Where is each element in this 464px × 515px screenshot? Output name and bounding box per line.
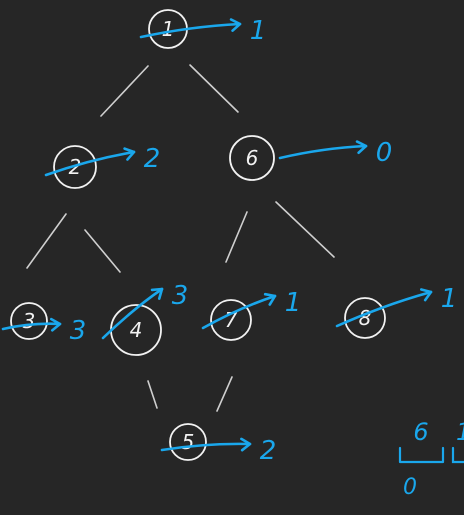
edge-4-5: [147, 380, 158, 409]
arrow-line: [160, 442, 252, 452]
annotation-2: 2: [44, 144, 161, 177]
arrow-head: [49, 317, 62, 332]
node-5: 5: [169, 423, 207, 461]
node-label: 4: [130, 318, 143, 342]
node-value: 3: [172, 281, 189, 311]
annotation-4: 3: [101, 281, 189, 340]
node-value: 1: [285, 288, 302, 318]
queue-sketch: 6 0 1: [398, 418, 464, 500]
annotation-7: 1: [201, 288, 302, 330]
node-4: 4: [110, 304, 162, 356]
arrow-head: [123, 147, 136, 161]
node-circle: [344, 297, 386, 339]
arrow-head: [240, 437, 252, 452]
arrow-head: [150, 287, 164, 300]
arrow-line: [201, 294, 277, 330]
node-circle: [210, 299, 252, 341]
node-circle: [169, 423, 207, 461]
node-label: 8: [359, 306, 372, 330]
annotation-5: 2: [160, 436, 277, 466]
node-label: 6: [246, 146, 259, 170]
node-value: 0: [376, 138, 393, 168]
annotation-1: 1: [139, 16, 267, 46]
edge-6-7: [225, 211, 248, 263]
arrow-head: [420, 288, 433, 302]
edge-6-8: [275, 201, 335, 258]
node-label: 1: [162, 17, 175, 41]
node-label: 5: [182, 430, 195, 454]
queue-partial-value: 1: [456, 418, 464, 446]
annotation-6: 0: [278, 138, 393, 168]
edge-2-4: [84, 229, 121, 273]
arrow-head: [355, 140, 368, 155]
edge-1-6: [189, 64, 239, 113]
node-circle: [53, 145, 97, 189]
queue-top-value: 6: [413, 418, 428, 446]
annotations: 1 2 0 3 3 1 1 2: [1, 16, 458, 466]
node-value: 1: [250, 16, 267, 46]
arrow-head: [263, 292, 277, 306]
arrow-line: [1, 322, 62, 331]
node-8: 8: [344, 297, 386, 339]
node-6: 6: [229, 135, 275, 181]
arrow-head: [229, 18, 242, 32]
node-circle: [10, 302, 48, 340]
arrow-line: [101, 287, 164, 340]
edge-7-5: [216, 376, 233, 412]
queue-bracket: [398, 446, 445, 464]
queue-bottom-value: 0: [403, 475, 417, 500]
arrow-line: [139, 22, 242, 39]
edges: [26, 64, 335, 412]
edge-2-3: [26, 213, 67, 269]
node-value: 2: [144, 144, 161, 174]
arrow-line: [335, 290, 433, 328]
edge-1-2: [100, 65, 149, 117]
node-value: 2: [260, 436, 277, 466]
queue-bracket-partial: [451, 446, 464, 464]
annotation-3: 3: [1, 316, 87, 346]
arrow-line: [44, 150, 136, 177]
node-3: 3: [10, 302, 48, 340]
node-value: 1: [441, 284, 458, 314]
arrow-line: [278, 144, 368, 160]
node-circle: [229, 135, 275, 181]
annotation-8: 1: [335, 284, 458, 328]
node-label: 3: [23, 309, 36, 333]
node-value: 3: [70, 316, 87, 346]
